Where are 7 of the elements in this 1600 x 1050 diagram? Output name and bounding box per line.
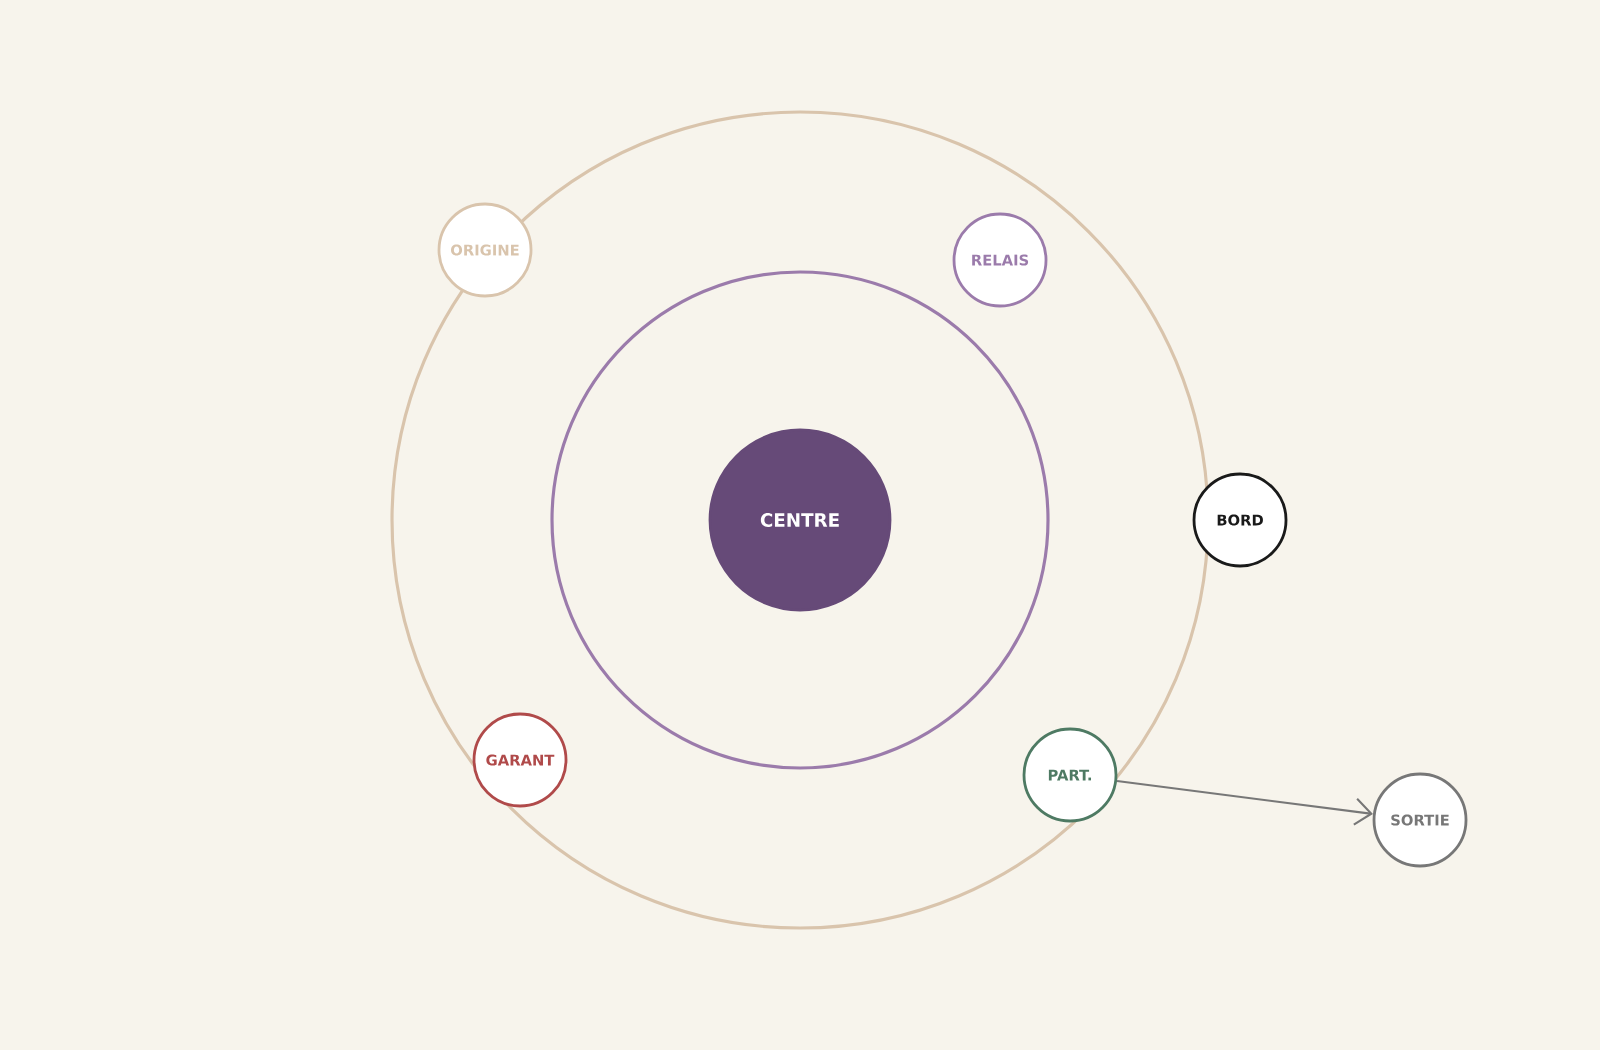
circle-node: SORTIE [1372, 772, 1468, 868]
circle-node: ORIGINE [437, 202, 533, 298]
circle-node: BORD [1192, 472, 1288, 568]
circle-node: GARANT [472, 712, 568, 808]
circle-node: RELAIS [952, 212, 1048, 308]
arrow [1116, 780, 1373, 826]
circle-node: PART. [1022, 727, 1118, 823]
